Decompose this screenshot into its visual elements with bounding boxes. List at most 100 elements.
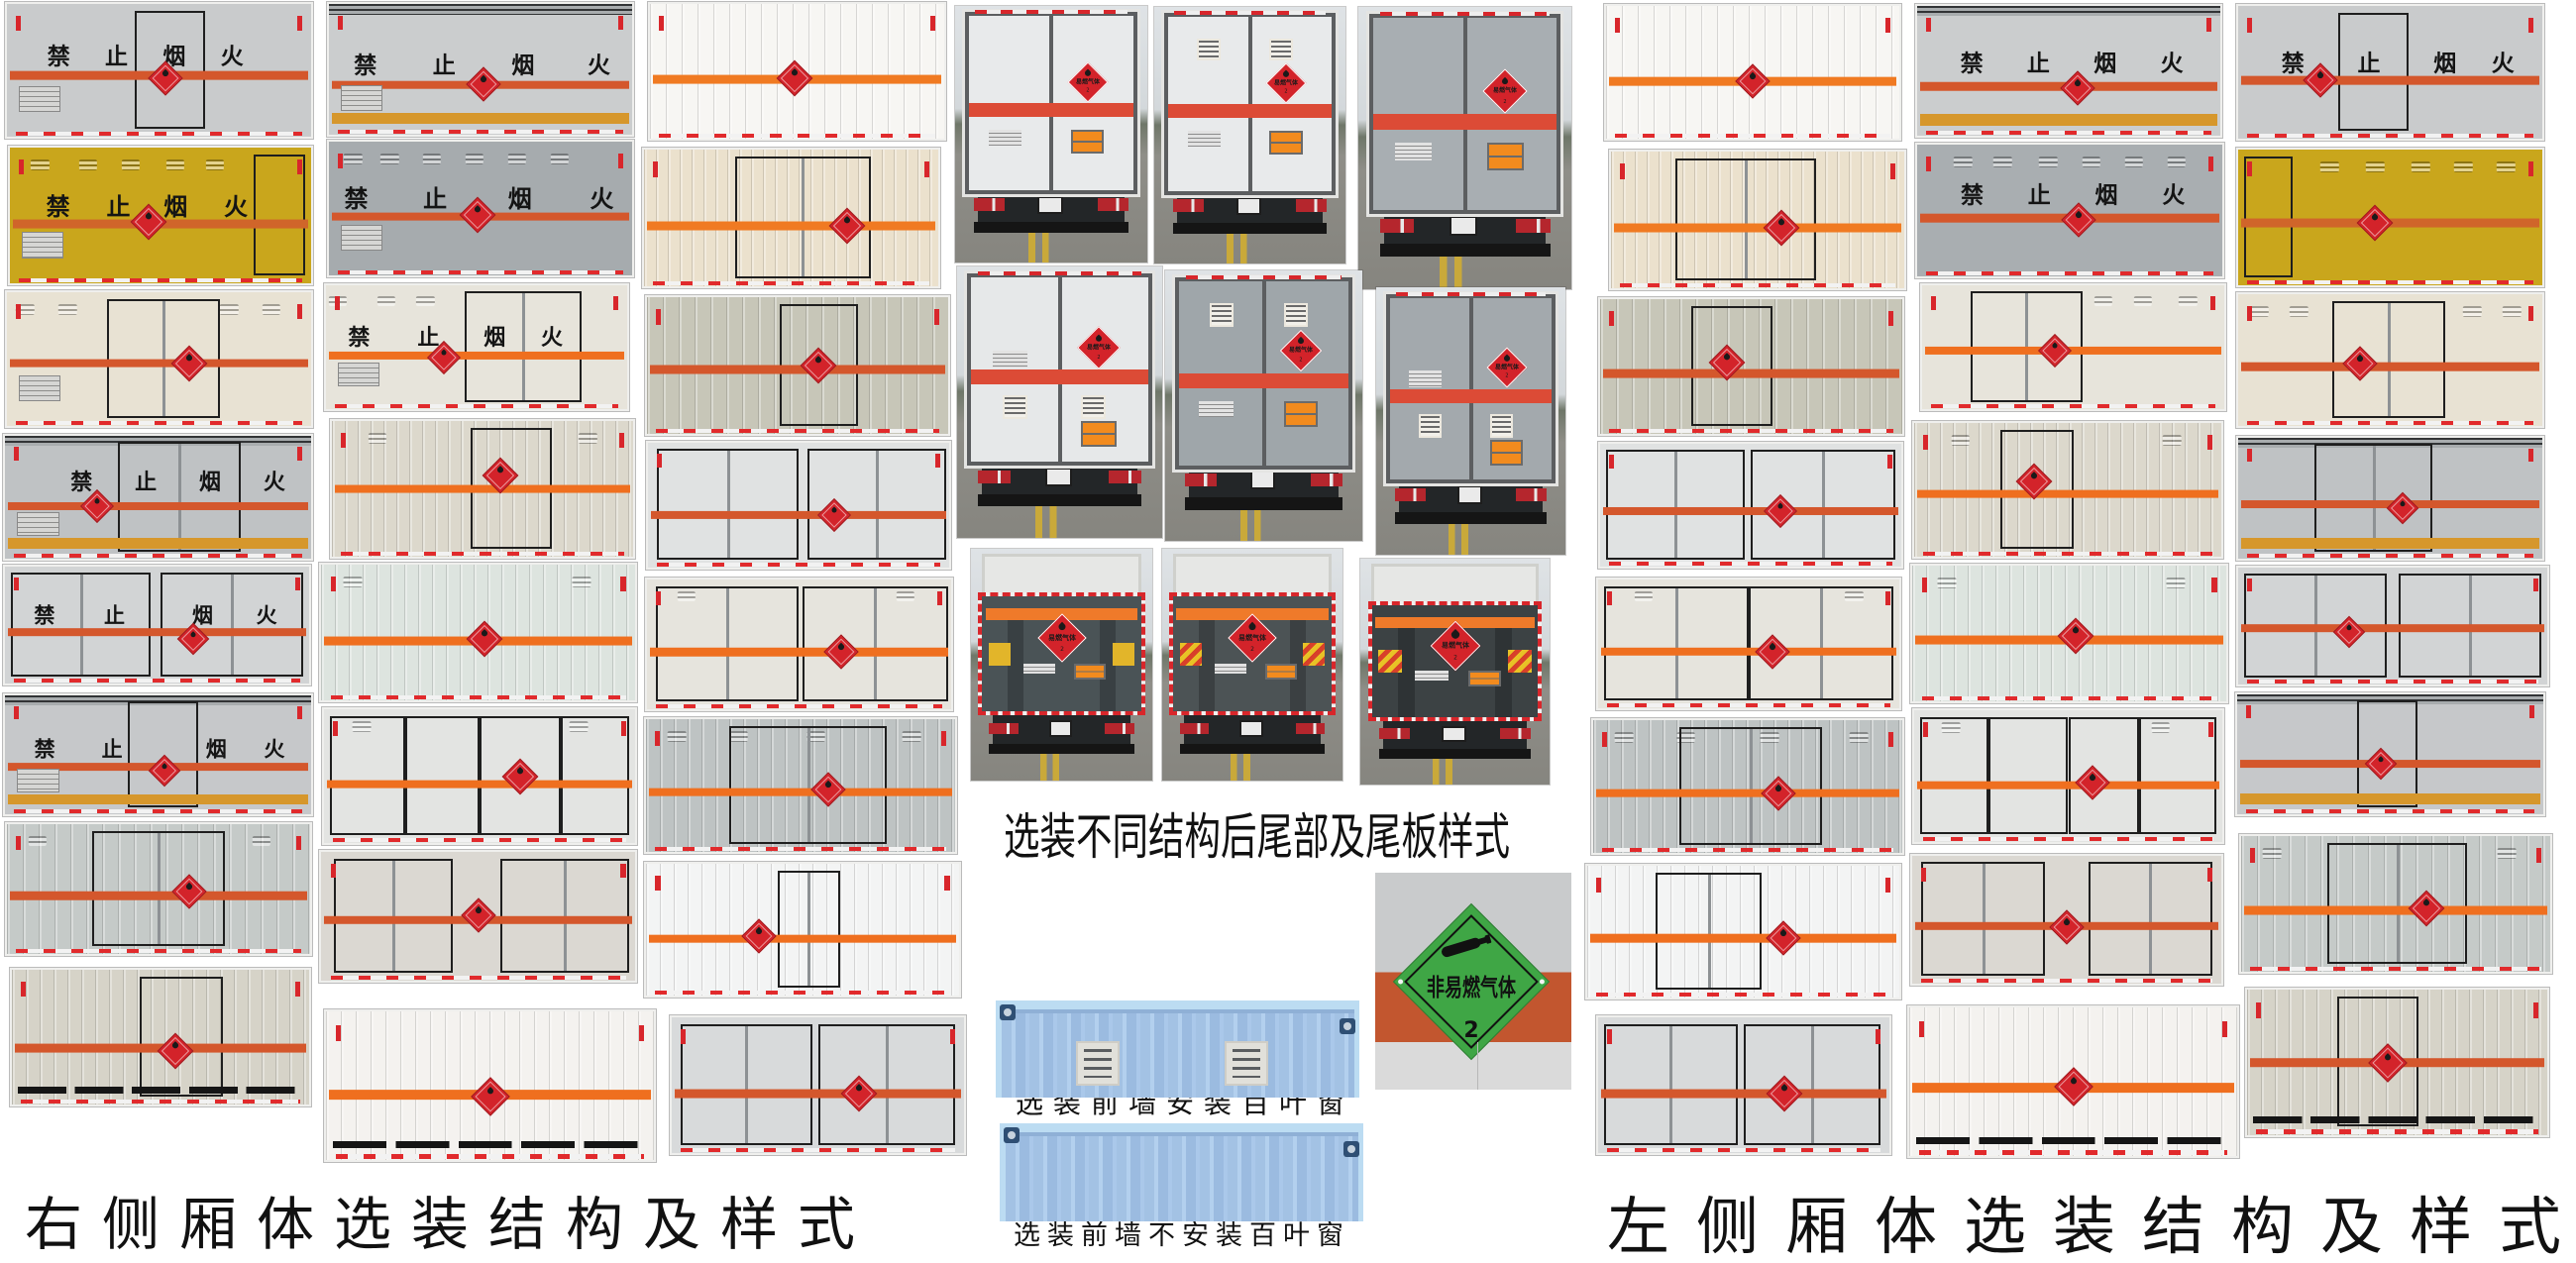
side-panel-photo: 禁止烟火 [324,283,629,411]
no-smoking-slogan-char: 火 [220,44,244,70]
side-door [2332,300,2445,419]
reflective-markers [14,554,302,558]
reflective-markers [658,133,936,138]
front-wall-without-louvers-caption: 选装前墙不安装百叶窗 [1014,1220,1350,1251]
hazard-class-number: 2 [1097,354,1101,361]
warning-plate [1378,650,1402,673]
vent-icon [352,721,372,732]
reflective-markers [656,703,942,708]
vent-icon [16,304,35,315]
no-smoking-slogan-char: 止 [2357,51,2381,77]
side-panel-photo [1609,150,1906,290]
vent-icon [570,721,589,732]
vent-icon [329,296,348,307]
reflective-markers [1918,1150,2228,1155]
vent-icon [262,304,281,315]
side-panel-photo: 禁止烟火 [1915,143,2224,278]
side-door [657,449,799,561]
vent-icon [1993,156,2012,167]
side-door [1679,726,1822,845]
side-door [2327,842,2467,964]
flammable-gas-diamond-icon [2060,69,2095,106]
reflective-markers [338,129,623,134]
reflective-markers [1609,562,1892,566]
louver-vent-icon [1284,303,1308,328]
no-smoking-slogan-char: 止 [2027,182,2051,209]
hazard-class-number: 2 [1059,646,1064,654]
vent-icon [166,159,185,171]
orange-un-plate [1486,143,1524,170]
vent-icon [205,159,224,171]
license-plate [1235,196,1262,215]
vent-icon [219,304,239,315]
reflective-stripe [1925,347,2221,356]
side-door [480,715,561,835]
flammable-gas-diamond-icon [2061,202,2096,238]
side-door [2244,156,2294,277]
roof-vent-band [2237,694,2543,704]
rear-styles-caption: 选装不同结构后尾部及尾板样式 [1004,808,1510,866]
info-plate [992,351,1028,368]
orange-un-plate [1284,400,1319,427]
vent-icon [343,577,363,588]
side-door [91,830,226,947]
vent-icon [344,154,363,164]
side-door [1606,450,1745,560]
hazard-class-number: 2 [1086,88,1090,95]
vent-icon [677,590,697,602]
side-door [1675,158,1817,280]
reflective-stripe [1917,489,2218,498]
side-panel-photo: 禁止烟火 [327,2,634,137]
side-panel-photo [648,2,946,141]
reflective-markers [1602,847,1893,852]
reflective-markers [2247,420,2533,425]
hazard-label-text: 易燃气体 [1047,633,1076,642]
hazard-label-text: 易燃气体 [1493,86,1518,94]
side-panel-photo [1910,564,2228,703]
side-panel-photo [644,717,957,854]
vent-icon [2250,305,2269,317]
vent-icon [2082,156,2100,167]
vent-icon [2166,578,2186,589]
side-door [2068,716,2140,835]
side-panel-photo [2245,988,2549,1137]
flammable-gas-diamond-icon [460,897,496,933]
side-panel-photo [1598,297,1904,436]
orange-un-plate [1269,130,1303,156]
side-panel-photo [1912,421,2223,559]
hazard-label-text: 易燃气体 [1273,79,1298,87]
vent-icon [78,159,98,171]
orange-un-plate [1490,440,1523,466]
flammable-gas-diamond-icon [2057,617,2094,655]
vent-icon [2503,305,2522,317]
hazard-class-number: 2 [1299,358,1303,365]
louver-vent-icon [1003,395,1028,420]
side-door [499,858,629,974]
side-door [2338,12,2409,131]
no-smoking-slogan-char: 禁 [354,53,377,79]
side-panel-photo [1596,1015,1891,1155]
reflective-stripe [329,352,624,361]
side-panel-photo [646,441,951,570]
flammable-gas-diamond-icon [130,203,167,241]
road-marking [1432,757,1455,785]
road-marking [1039,752,1062,781]
side-panel-photo [1920,283,2226,411]
reflective-stripe [1389,388,1553,404]
vent-icon [579,433,597,445]
right-side-body-gallery: 禁止烟火禁止烟火禁止烟火禁止烟火禁止烟火禁止烟火禁止烟火禁止烟火 [0,0,971,1169]
front-wall-panel [1005,1131,1358,1221]
vent-icon [376,296,395,307]
side-panel-photo [330,419,635,559]
reflective-bottom-band [2241,538,2539,550]
side-guard-bars [332,1140,648,1148]
info-plate [1023,663,1056,675]
side-panel-photo [324,1009,656,1162]
reflective-stripe [650,365,945,374]
no-smoking-slogan-char: 止 [104,603,126,628]
orange-un-plate [1467,670,1502,686]
louver-vent-icon [1209,303,1234,328]
